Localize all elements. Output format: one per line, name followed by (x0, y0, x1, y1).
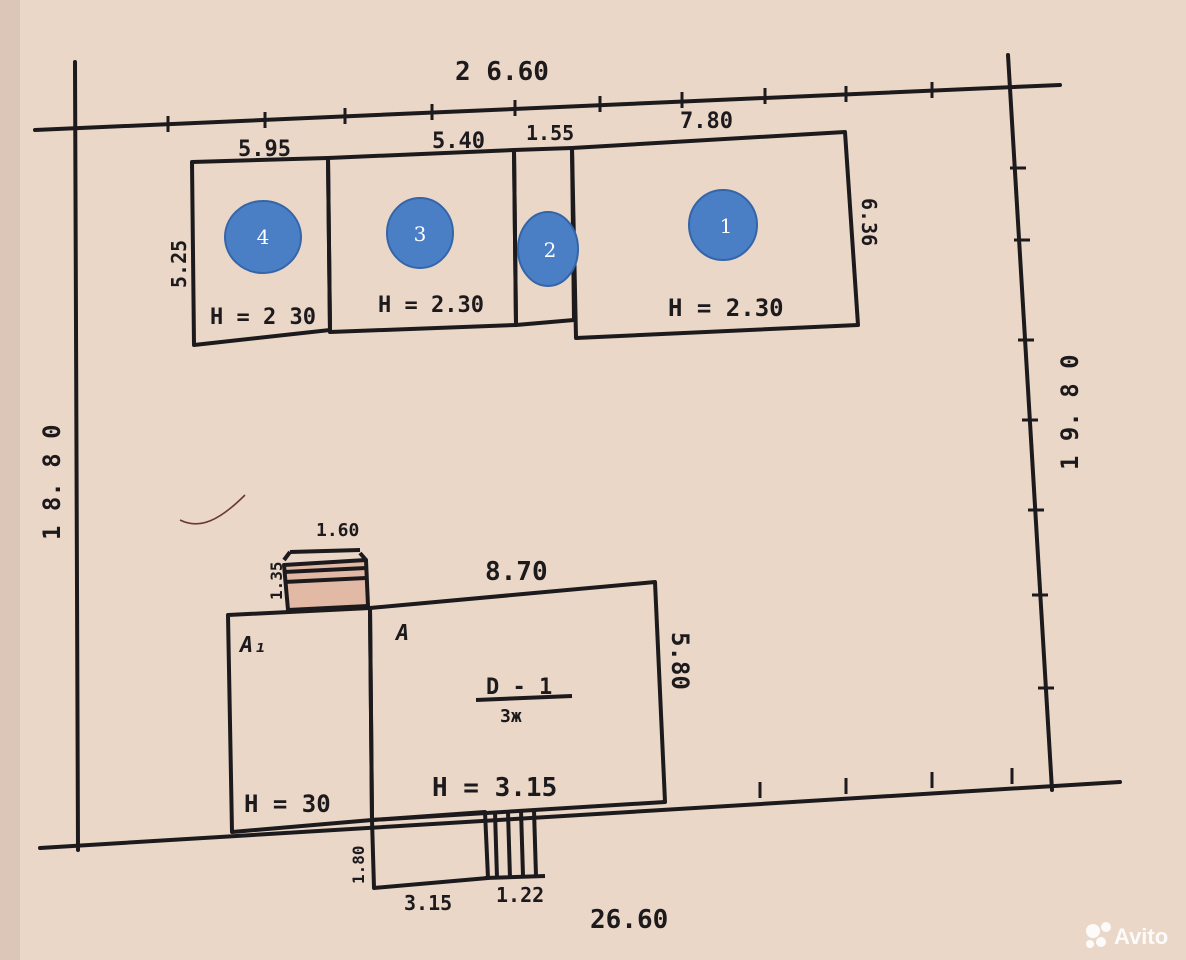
marker-3-number: 3 (414, 222, 427, 246)
watermark-logo-dot (1086, 924, 1100, 938)
steps-base (484, 874, 546, 880)
top-total-label: 2 6.60 (455, 57, 549, 87)
left-room-height: H = 30 (244, 790, 331, 818)
step-line (506, 811, 512, 879)
left-boundary-line (73, 60, 80, 852)
main-house (226, 548, 667, 890)
room-1-height: H = 2.30 (668, 294, 784, 322)
pencil-scratch (179, 494, 246, 525)
letter-a: A (394, 621, 409, 646)
step-line (532, 809, 538, 877)
right-total-label: 1 9. 8 0 (1056, 354, 1084, 470)
marker-1[interactable]: 1 (688, 189, 758, 261)
main-room-height: H = 3.15 (432, 773, 557, 803)
house-code-bottom: 3ж (500, 706, 522, 727)
marker-2[interactable]: 2 (517, 211, 579, 287)
house-height-label: 5.80 (666, 632, 694, 690)
room-4-height: H = 2 30 (210, 305, 316, 330)
house-main-room (368, 580, 667, 822)
top-boundary-line (33, 83, 1062, 132)
room-markers: 4 3 2 1 (224, 189, 758, 287)
avito-watermark: Avito (1086, 922, 1168, 949)
house-code-top: D - 1 (486, 675, 552, 700)
step-line (519, 809, 525, 877)
porch-height-label: 1.35 (267, 561, 286, 600)
marker-2-number: 2 (544, 238, 557, 262)
step-line (493, 811, 499, 879)
left-total-label: 1 8. 8 0 (38, 424, 66, 540)
bottom-boundary-line (38, 780, 1122, 850)
height-right-label: 6.36 (857, 198, 881, 246)
steps-width-label: 1.22 (496, 883, 544, 907)
bottom-total-label: 26.60 (590, 905, 668, 935)
paper-edge (0, 0, 20, 960)
right-boundary-line (1006, 53, 1054, 792)
outbuildings (190, 130, 860, 347)
room-3-height: H = 2.30 (378, 293, 484, 318)
room-1-outline (570, 130, 860, 340)
bottom-fence-ticks (758, 768, 1014, 798)
seg-595-label: 5.95 (238, 137, 291, 162)
extension-height-label: 1.80 (349, 845, 368, 884)
seg-780-label: 7.80 (680, 109, 733, 134)
height-left-label: 5.25 (167, 240, 191, 288)
right-fence-ticks (1010, 166, 1054, 690)
marker-3[interactable]: 3 (386, 197, 454, 269)
seg-155-label: 1.55 (526, 121, 574, 145)
porch-width-label: 1.60 (316, 520, 359, 541)
lot-boundary (33, 53, 1122, 852)
seg-540-label: 5.40 (432, 129, 485, 154)
house-width-label: 8.70 (485, 557, 548, 587)
marker-1-number: 1 (720, 214, 733, 238)
marker-4[interactable]: 4 (224, 200, 302, 274)
extension-width-label: 3.15 (404, 891, 452, 915)
watermark-text: Avito (1114, 924, 1168, 949)
marker-4-number: 4 (257, 225, 270, 249)
letter-a1: A₁ (238, 633, 267, 658)
top-fence-ticks (166, 82, 934, 132)
